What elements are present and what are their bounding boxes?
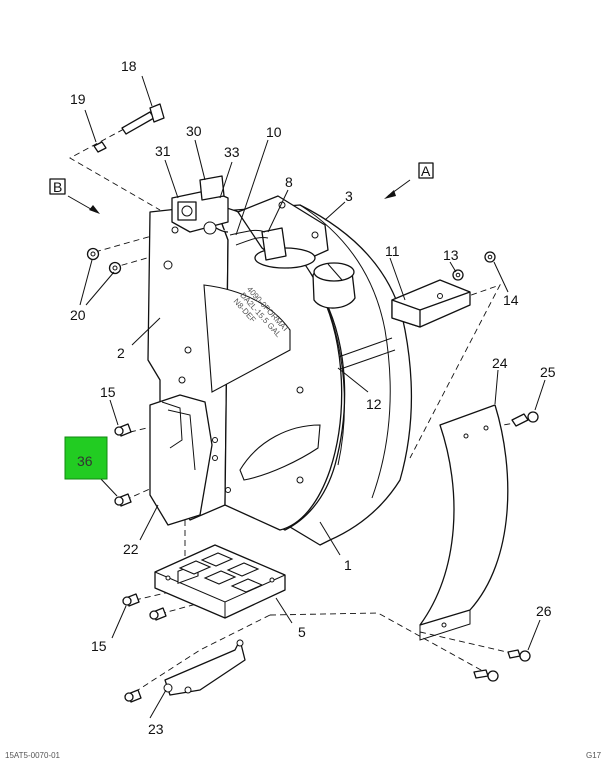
callout-26[interactable]: 26 (536, 603, 552, 619)
callout-15-lower[interactable]: 15 (91, 638, 107, 654)
callout-11[interactable]: 11 (385, 243, 400, 259)
callout-13[interactable]: 13 (443, 247, 459, 263)
callout-22[interactable]: 22 (123, 541, 139, 557)
callout-2[interactable]: 2 (117, 345, 125, 361)
callout-25[interactable]: 25 (540, 364, 556, 380)
view-arrow-b: B (49, 178, 100, 214)
callout-15-upper[interactable]: 15 (100, 384, 116, 400)
washer-13 (452, 269, 464, 281)
callout-labels: 18 19 30 31 33 10 8 3 20 2 11 13 14 12 2… (70, 58, 556, 737)
shield-24 (419, 404, 509, 641)
callout-20[interactable]: 20 (70, 307, 86, 323)
side-plate-22 (149, 394, 213, 526)
callout-1[interactable]: 1 (344, 557, 352, 573)
callout-19[interactable]: 19 (70, 91, 86, 107)
bolt-26 (507, 649, 531, 662)
footer-drawing-number: 15AT5-0070-01 (5, 751, 61, 760)
callout-12[interactable]: 12 (366, 396, 382, 412)
bolt-18 (121, 103, 165, 135)
bolt-15-upper (114, 423, 132, 437)
callout-14[interactable]: 14 (503, 292, 519, 308)
filler-cap (312, 262, 356, 309)
callout-8[interactable]: 8 (285, 174, 293, 190)
callout-3[interactable]: 3 (345, 188, 353, 204)
footer-sheet-code: G17 (586, 751, 602, 760)
bolt-36 (114, 493, 132, 507)
leader-lines (79, 75, 546, 719)
screw-25 (511, 411, 539, 427)
callout-18[interactable]: 18 (121, 58, 137, 74)
callout-30[interactable]: 30 (186, 123, 202, 139)
mount-bracket-11 (391, 279, 471, 328)
callout-10[interactable]: 10 (266, 124, 282, 140)
bolt-15-lower (122, 593, 167, 621)
callout-23[interactable]: 23 (148, 721, 164, 737)
valve-assembly (171, 175, 229, 235)
bolt-lower (473, 669, 499, 682)
nuts-20 (86, 247, 122, 275)
callout-31[interactable]: 31 (155, 143, 171, 159)
strap-23 (124, 639, 246, 703)
callout-24[interactable]: 24 (492, 355, 508, 371)
view-b-label: B (53, 179, 62, 195)
callout-36-highlight[interactable] (64, 436, 108, 480)
sleeve-19 (93, 141, 107, 153)
mount-plate-5 (154, 544, 286, 619)
sender-unit (229, 227, 316, 269)
view-arrow-a: A (384, 162, 434, 199)
view-a-label: A (421, 163, 431, 179)
callout-36[interactable]: 36 (77, 453, 93, 469)
callout-5[interactable]: 5 (298, 624, 306, 640)
nut-14 (484, 251, 496, 263)
callout-33[interactable]: 33 (224, 144, 240, 160)
